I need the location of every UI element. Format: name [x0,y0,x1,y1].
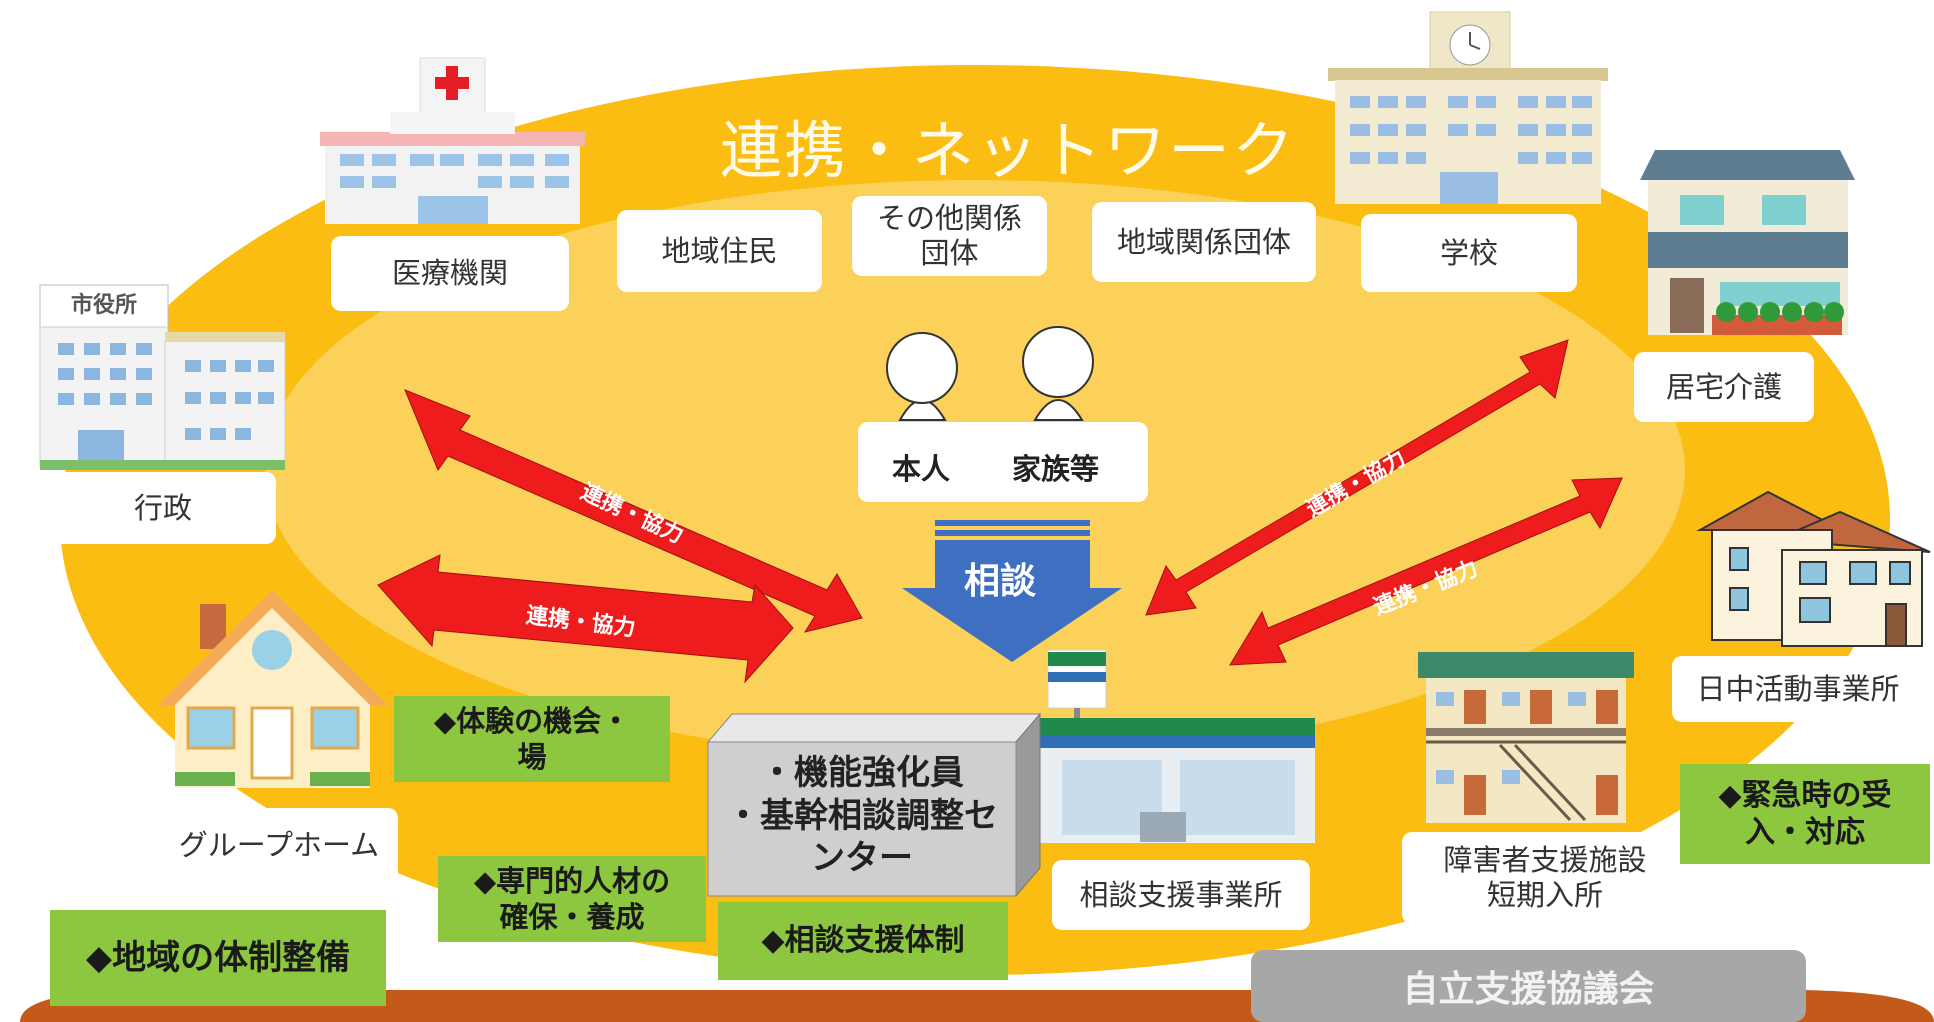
green-box-specialists: ◆専門的人材の 確保・養成 [438,856,706,942]
hospital-icon [320,57,585,224]
arrow-dayactivity [1229,477,1623,666]
label-group-home: グループホーム [160,808,398,882]
school-icon [1328,11,1608,204]
house-icon [1640,150,1855,335]
label-home-care: 居宅介護 [1634,352,1814,422]
person-icon-self [886,332,958,421]
center-box [706,712,1042,898]
green-box-experience: ◆体験の機会・ 場 [394,696,670,782]
label-school: 学校 [1361,214,1577,292]
label-city-hall-sign: 市役所 [70,292,137,318]
label-administration: 行政 [50,472,276,544]
label-disability-facility: 障害者支援施設 短期入所 [1402,832,1688,924]
label-other-orgs: その他関係 団体 [852,196,1047,276]
label-residents: 地域住民 [617,210,822,292]
arrow-homecare [1145,339,1569,616]
house-icon-day-activity [1696,490,1931,647]
label-medical: 医療機関 [331,236,569,311]
council-banner: 自立支援協議会 [1251,950,1806,1022]
label-consultation-office: 相談支援事業所 [1052,860,1310,930]
arrow-grouphome [377,554,794,684]
arrow-admin [404,389,863,633]
green-box-regional-system: ◆地域の体制整備 [50,910,386,1006]
label-local-orgs: 地域関係団体 [1092,202,1316,282]
group-home-icon [158,590,388,788]
people-box [858,422,1148,502]
consult-label: 相談 [964,561,1037,602]
label-family: 家族等 [1012,452,1100,486]
label-day-activity: 日中活動事業所 [1672,656,1924,722]
consult-arrow [902,520,1122,662]
center-box-text: ・機能強化員 ・基幹相談調整セ ンター [726,753,998,878]
apartment-icon [1418,652,1634,823]
store-icon [1040,649,1315,843]
city-hall-icon [39,284,286,470]
label-self: 本人 [892,452,951,486]
green-box-consult-system: ◆相談支援体制 [718,902,1008,980]
person-icon-family [1022,326,1094,421]
green-box-emergency: ◆緊急時の受 入・対応 [1680,764,1930,864]
network-title: 連携・ネットワーク [720,114,1297,187]
